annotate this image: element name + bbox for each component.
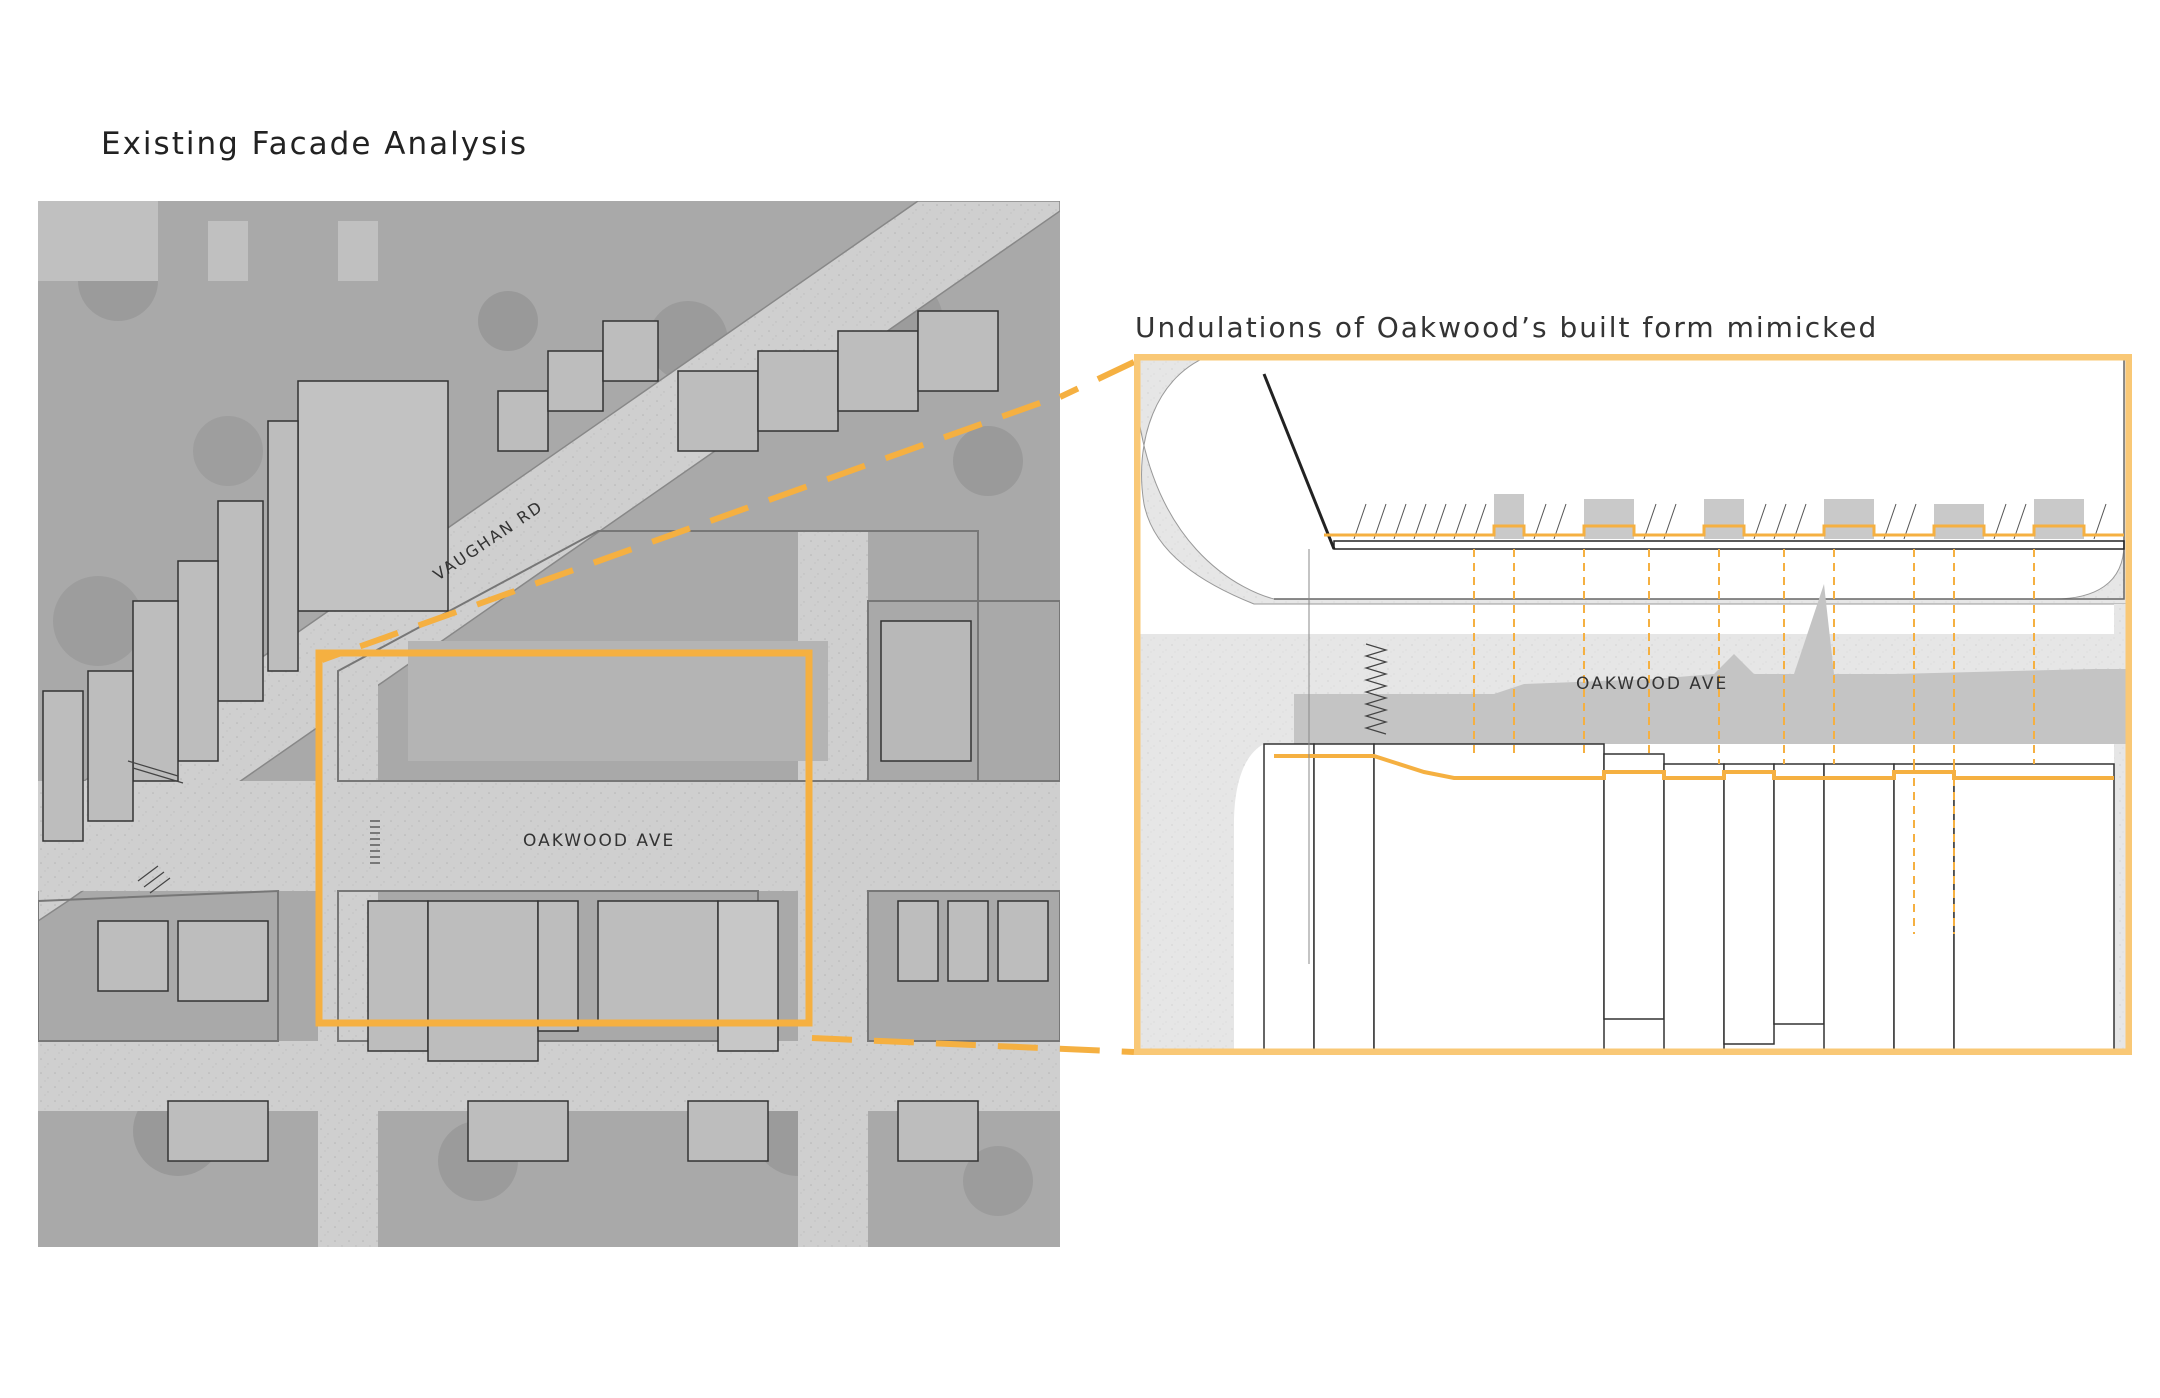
alignment-guides bbox=[1473, 549, 2035, 934]
upper-facade-shadows bbox=[1494, 494, 2084, 539]
detail-corner-road bbox=[1134, 744, 1264, 1055]
facade-detail-diagram: OAKWOOD AVE bbox=[1134, 354, 2132, 1055]
crosswalks bbox=[127, 760, 380, 894]
upper-undulation-line bbox=[1324, 524, 2124, 537]
upper-facade-hatching bbox=[1353, 503, 2107, 540]
lower-facade-shadow bbox=[1294, 584, 2132, 744]
page-title: Existing Facade Analysis bbox=[101, 126, 528, 162]
diagonal-facade bbox=[1262, 373, 1336, 550]
upper-block-outline bbox=[1274, 354, 2125, 600]
aerial-site-map: VAUGHAN RD OAKWOOD AVE bbox=[38, 201, 1060, 1247]
oakwood-avenue bbox=[38, 781, 1060, 891]
street-label-oakwood: OAKWOOD AVE bbox=[523, 831, 675, 851]
detail-crosswalk bbox=[1363, 643, 1389, 735]
lower-buildings bbox=[1263, 743, 2115, 1055]
detail-street-label-oakwood: OAKWOOD AVE bbox=[1576, 674, 1728, 694]
detail-caption: Undulations of Oakwood’s built form mimi… bbox=[1135, 311, 1879, 344]
detail-frame bbox=[1134, 354, 2132, 1055]
detail-road bbox=[1134, 354, 2132, 605]
connector-upper-right bbox=[1058, 359, 1136, 400]
upper-facade-line bbox=[1333, 540, 2125, 550]
